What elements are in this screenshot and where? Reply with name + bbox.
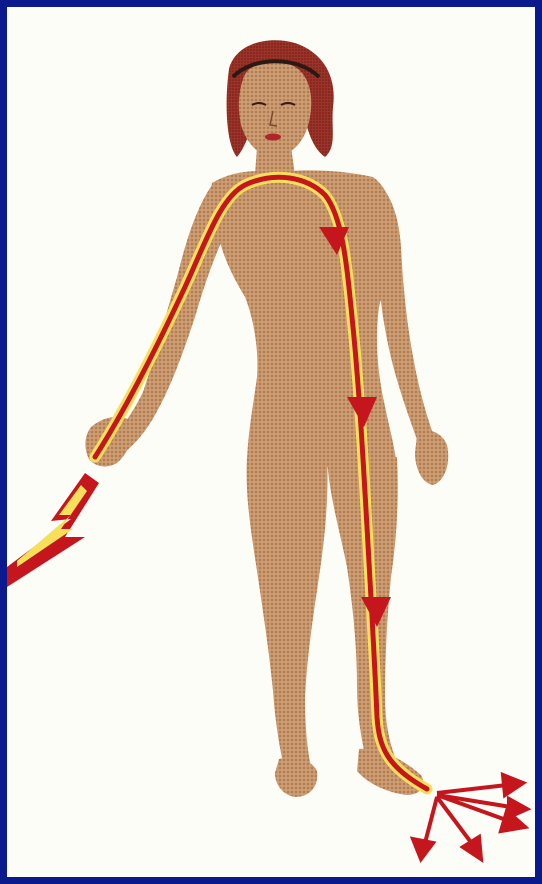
left-leg	[247, 457, 328, 771]
lips	[265, 134, 281, 141]
arrow-icon	[509, 799, 527, 817]
lightning-bolt-icon	[7, 473, 99, 587]
arrow-icon	[463, 837, 481, 859]
arrow-icon	[413, 839, 433, 859]
head	[239, 62, 311, 157]
human-figure	[85, 40, 448, 797]
arrow-icon	[503, 775, 523, 795]
body-current-diagram	[7, 7, 535, 877]
torso	[211, 170, 397, 467]
diagram-panel	[7, 7, 535, 877]
neck	[255, 147, 295, 175]
right-hand	[415, 431, 448, 485]
left-foot	[275, 758, 317, 798]
